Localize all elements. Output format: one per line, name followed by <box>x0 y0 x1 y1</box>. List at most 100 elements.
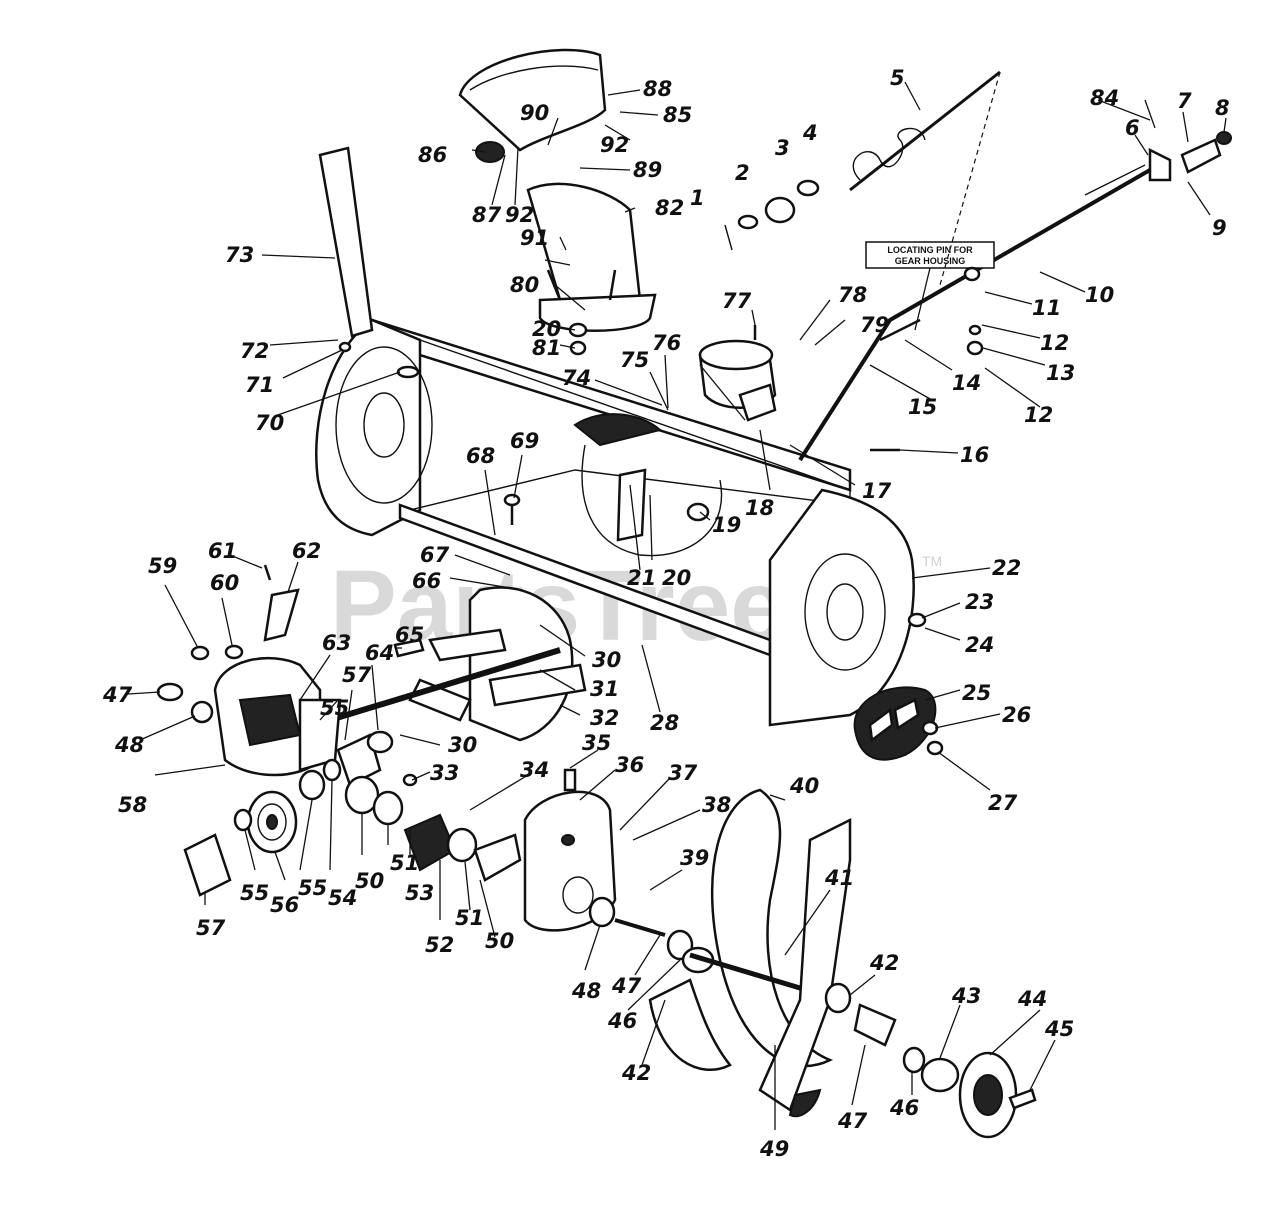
label-84: 84 <box>1090 86 1119 110</box>
gearbox-housing-right <box>523 768 617 932</box>
label-55b: 55 <box>298 876 327 900</box>
label-11: 11 <box>1032 296 1061 320</box>
part-labels: 1 2 3 4 5 6 7 8 9 10 11 12 13 12 14 15 1… <box>102 66 1230 1161</box>
bushing-57 <box>183 833 232 897</box>
trademark: TM <box>922 553 942 569</box>
label-13: 13 <box>1046 361 1075 385</box>
svg-text:GEAR HOUSING: GEAR HOUSING <box>895 256 966 266</box>
label-39: 39 <box>680 846 709 870</box>
label-64: 64 <box>365 641 394 665</box>
label-82: 82 <box>655 196 684 220</box>
label-86: 86 <box>418 143 447 167</box>
label-65: 65 <box>395 623 424 647</box>
label-48b: 48 <box>114 733 144 757</box>
label-50b: 50 <box>355 869 384 893</box>
label-56: 56 <box>270 893 299 917</box>
label-5: 5 <box>890 66 905 90</box>
svg-text:LOCATING PIN FOR: LOCATING PIN FOR <box>887 245 973 255</box>
label-12a: 12 <box>1040 331 1069 355</box>
label-51b: 51 <box>390 851 419 875</box>
impeller <box>329 586 587 742</box>
label-55a: 55 <box>240 881 269 905</box>
label-74: 74 <box>562 366 591 390</box>
skid-shoe <box>853 686 937 761</box>
label-92a: 92 <box>505 203 534 227</box>
label-38: 38 <box>702 793 731 817</box>
label-20a: 20 <box>532 317 561 341</box>
label-69: 69 <box>510 429 539 453</box>
label-78: 78 <box>838 283 867 307</box>
label-54: 54 <box>328 886 357 910</box>
chute-deflector <box>458 48 607 152</box>
label-49: 49 <box>759 1137 789 1161</box>
label-23: 23 <box>965 590 994 614</box>
label-87: 87 <box>472 203 502 227</box>
label-21: 21 <box>627 566 656 590</box>
label-1: 1 <box>690 186 705 210</box>
label-26: 26 <box>1002 703 1031 727</box>
shift-rod <box>798 131 1232 462</box>
chute-crank <box>724 70 1001 251</box>
label-51a: 51 <box>455 906 484 930</box>
label-68: 68 <box>466 444 495 468</box>
pulley <box>246 790 298 854</box>
label-9: 9 <box>1212 216 1227 240</box>
label-89: 89 <box>633 158 662 182</box>
label-55c: 55 <box>320 696 349 720</box>
label-25: 25 <box>962 681 991 705</box>
discharge-chute <box>526 182 657 332</box>
label-73: 73 <box>225 243 254 267</box>
label-47a: 47 <box>837 1109 868 1133</box>
label-48a: 48 <box>571 979 601 1003</box>
label-18: 18 <box>745 496 774 520</box>
label-7: 7 <box>1177 89 1192 113</box>
label-52: 52 <box>425 933 454 957</box>
label-34: 34 <box>520 758 549 782</box>
label-75: 75 <box>620 348 649 372</box>
label-20b: 20 <box>662 566 691 590</box>
label-28: 28 <box>650 711 679 735</box>
label-85: 85 <box>663 103 692 127</box>
label-88: 88 <box>643 77 672 101</box>
label-27: 27 <box>988 791 1018 815</box>
label-60: 60 <box>210 571 239 595</box>
label-46a: 46 <box>889 1096 919 1120</box>
label-61: 61 <box>208 539 237 563</box>
label-80: 80 <box>510 273 539 297</box>
label-63: 63 <box>322 631 351 655</box>
label-35: 35 <box>582 731 611 755</box>
dashed-guide-line <box>939 71 1001 286</box>
label-30a: 30 <box>592 648 621 672</box>
label-72: 72 <box>240 339 269 363</box>
label-16: 16 <box>960 443 989 467</box>
label-33: 33 <box>430 761 459 785</box>
label-59: 59 <box>148 554 177 578</box>
label-43: 43 <box>951 984 981 1008</box>
label-31: 31 <box>590 677 619 701</box>
label-81: 81 <box>532 336 561 360</box>
label-57b: 57 <box>342 663 372 687</box>
worm-gear <box>344 775 522 882</box>
label-71: 71 <box>245 373 274 397</box>
label-4: 4 <box>802 121 818 145</box>
label-36: 36 <box>615 753 644 777</box>
leader-lines <box>127 81 1227 1130</box>
label-50a: 50 <box>485 929 514 953</box>
label-70: 70 <box>255 411 284 435</box>
label-40: 40 <box>789 774 819 798</box>
label-12b: 12 <box>1024 403 1053 427</box>
gearbox-housing-left <box>213 656 342 777</box>
label-47b: 47 <box>611 974 642 998</box>
label-14: 14 <box>952 371 981 395</box>
label-24: 24 <box>965 633 994 657</box>
label-58: 58 <box>118 793 147 817</box>
label-46b: 46 <box>607 1009 637 1033</box>
label-22: 22 <box>992 556 1021 580</box>
label-15: 15 <box>908 395 937 419</box>
handle-bar <box>318 146 374 338</box>
label-3: 3 <box>775 136 790 160</box>
label-67: 67 <box>420 543 450 567</box>
label-10: 10 <box>1085 283 1114 307</box>
label-19: 19 <box>712 513 741 537</box>
label-6: 6 <box>1125 116 1140 140</box>
